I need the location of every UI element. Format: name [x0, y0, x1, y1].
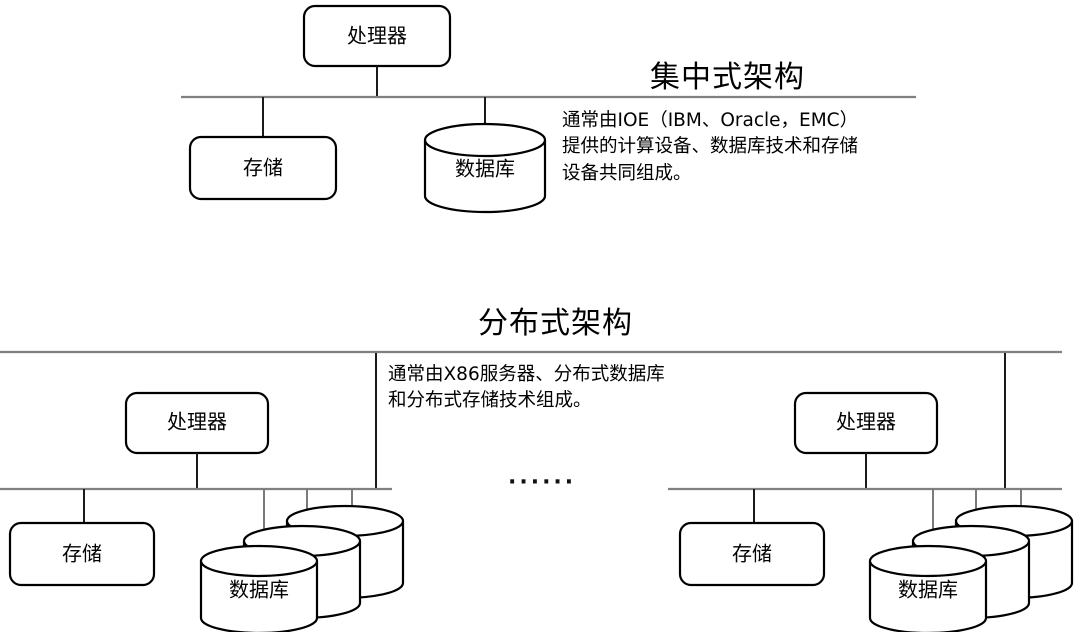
centralized-database-label: 数据库: [455, 157, 515, 181]
distributed-left-database-cylinder-1-top: [199, 544, 319, 578]
centralized-database-cylinder-top: [423, 122, 547, 158]
centralized-storage-label: 存储: [243, 156, 283, 180]
centralized-description: 通常由IOE（IBM、Oracle，EMC） 提供的计算设备、数据库技术和存储 …: [562, 110, 859, 184]
distributed-description: 通常由X86服务器、分布式数据库 和分布式存储技术组成。: [388, 364, 665, 412]
distributed-left-storage-box: [8, 521, 156, 587]
centralized-processor-label: 处理器: [347, 24, 407, 48]
distributed-left-database-cylinder-1-body: [199, 561, 319, 632]
centralized-storage-box: [188, 135, 338, 201]
centralized-section-title: 集中式架构: [650, 60, 805, 95]
distributed-left-database-label: 数据库: [229, 578, 289, 602]
distributed-ellipsis: ······: [508, 470, 577, 495]
centralized-database-cylinder-body: [423, 140, 547, 214]
distributed-right-database-cylinder-1-top: [868, 544, 988, 578]
distributed-right-processor-label: 处理器: [836, 410, 896, 434]
distributed-right-database-label: 数据库: [898, 578, 958, 602]
distributed-right-database-cylinder-1-body: [868, 561, 988, 632]
distributed-left-processor-label: 处理器: [167, 410, 227, 434]
distributed-right-storage-label: 存储: [732, 542, 772, 566]
distributed-section-title: 分布式架构: [478, 306, 633, 341]
distributed-right-storage-box: [678, 521, 826, 587]
distributed-left-storage-label: 存储: [62, 542, 102, 566]
